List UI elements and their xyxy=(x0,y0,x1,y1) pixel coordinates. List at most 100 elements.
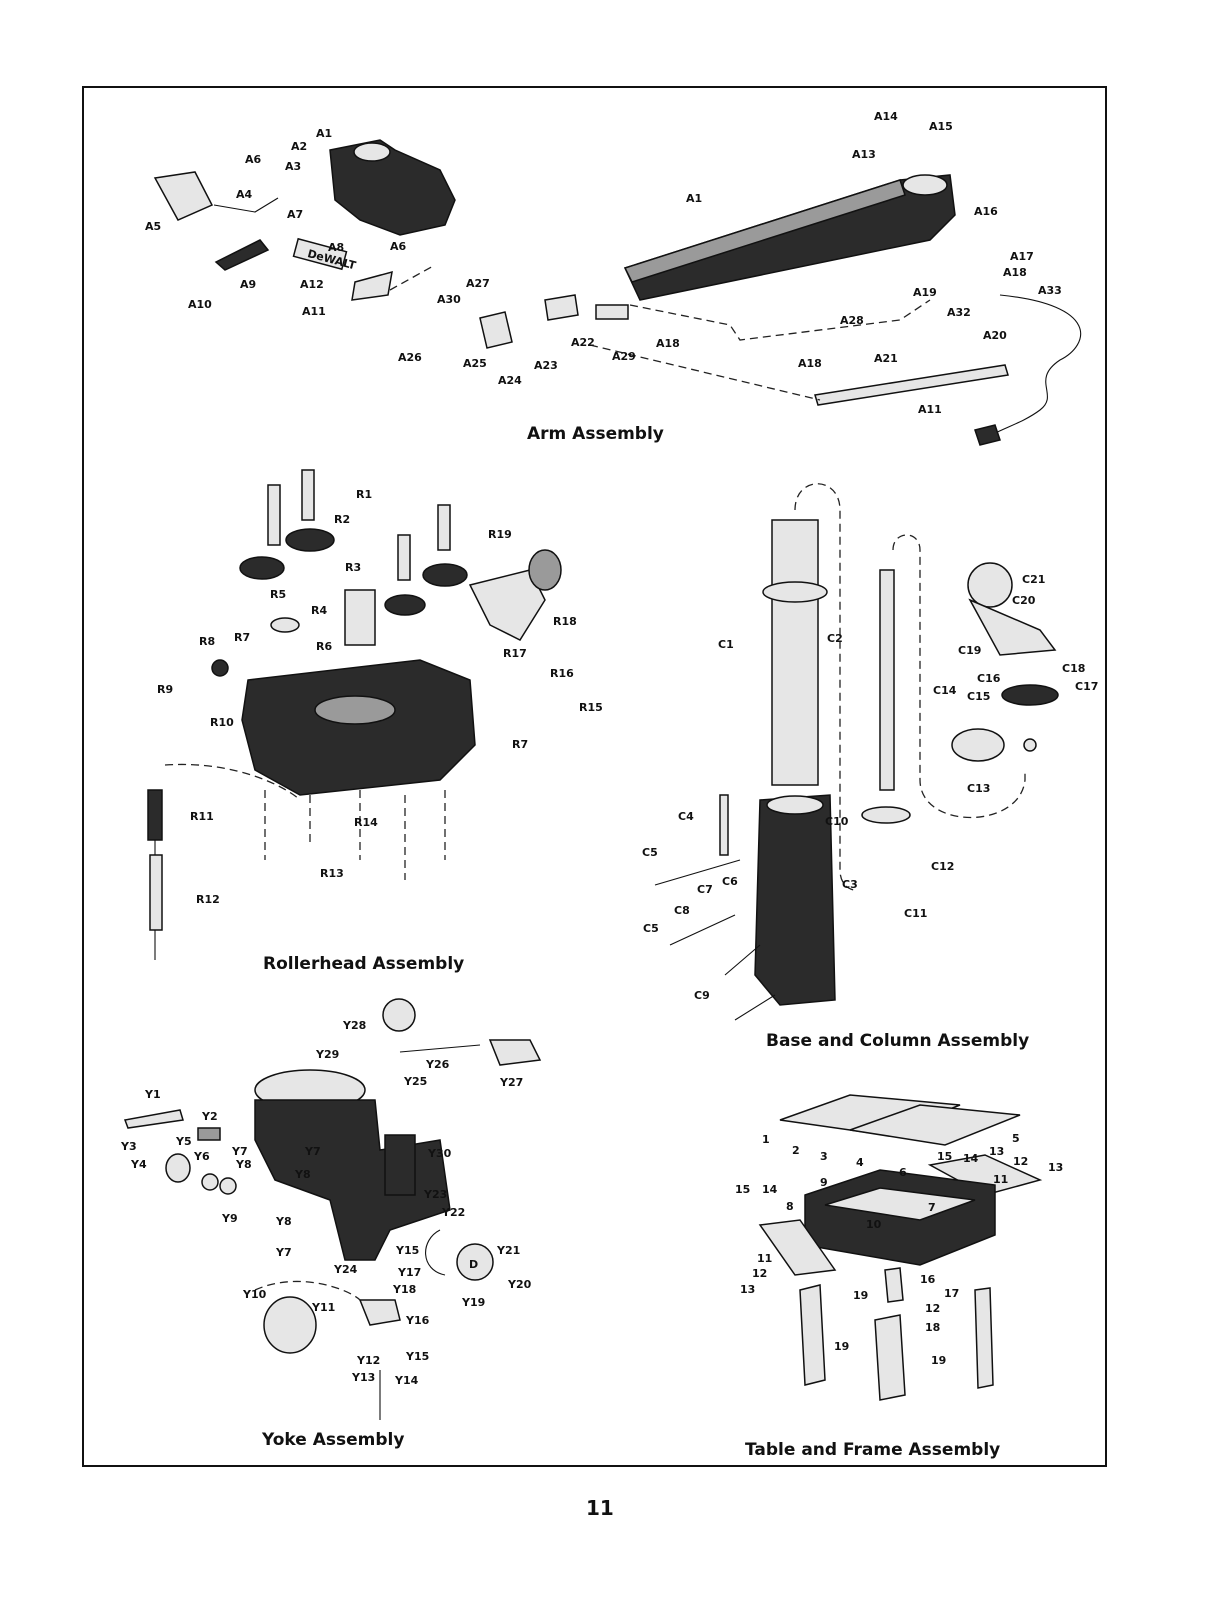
callout: A5 xyxy=(145,220,161,233)
callout: Y8 xyxy=(235,1158,252,1171)
callout: A7 xyxy=(287,208,303,221)
arm-dashed-leader-2 xyxy=(629,299,931,341)
callout: C2 xyxy=(827,632,843,645)
callout: A8 xyxy=(328,241,344,254)
leg-19-a xyxy=(799,1284,826,1386)
table-frame-callouts: 1 2 3 4 5 6 15 14 13 12 11 13 15 14 8 9 … xyxy=(735,1132,1063,1367)
callout: A14 xyxy=(874,110,898,123)
bushing-y6 xyxy=(201,1173,219,1191)
power-cord-part xyxy=(984,294,1082,441)
callout: A1 xyxy=(686,192,702,205)
callout: 19 xyxy=(931,1354,946,1367)
callout: 13 xyxy=(1048,1161,1063,1174)
callout: 18 xyxy=(925,1321,940,1334)
callout: Y12 xyxy=(356,1354,380,1367)
callout: 3 xyxy=(820,1150,828,1163)
leg-19-c xyxy=(974,1287,994,1389)
callout: Y29 xyxy=(315,1048,339,1061)
callout: Y7 xyxy=(304,1145,321,1158)
callout: A18 xyxy=(656,337,680,350)
callout: Y19 xyxy=(461,1296,485,1309)
callout: C6 xyxy=(722,875,738,888)
callout: Y22 xyxy=(441,1206,465,1219)
callout: R3 xyxy=(345,561,361,574)
callout: R2 xyxy=(334,513,350,526)
callout: R15 xyxy=(579,701,603,714)
callout: Y28 xyxy=(342,1019,366,1032)
callout: A27 xyxy=(466,277,490,290)
lock-handle-part xyxy=(214,239,270,271)
base-bore-c3 xyxy=(766,795,824,815)
callout: 15 xyxy=(735,1183,750,1196)
washer-c17 xyxy=(1023,738,1037,752)
arm-plate-part xyxy=(595,304,629,320)
bolts-c5-c9 xyxy=(654,859,776,1021)
callout: R16 xyxy=(550,667,574,680)
callout: R5 xyxy=(270,588,286,601)
callout: 11 xyxy=(993,1173,1008,1186)
clamp-y30 xyxy=(384,1134,416,1196)
callout: A1 xyxy=(316,127,332,140)
callout: Y27 xyxy=(499,1076,523,1089)
rollerhead-dashed-leaders xyxy=(264,790,446,880)
callout: A28 xyxy=(840,314,864,327)
rollerhead-assembly xyxy=(147,469,562,960)
frame-inner-10 xyxy=(824,1187,976,1221)
callout: C5 xyxy=(643,922,659,935)
callout: C5 xyxy=(642,846,658,859)
callout: A20 xyxy=(983,329,1007,342)
callout: Y7 xyxy=(275,1246,292,1259)
callout: A11 xyxy=(918,403,942,416)
crank-knob-c21 xyxy=(967,562,1013,608)
callout: Y13 xyxy=(351,1371,375,1384)
callout: 8 xyxy=(786,1200,794,1213)
plate-y10 xyxy=(263,1296,317,1354)
page-number: 11 xyxy=(586,1496,614,1520)
callout: R7 xyxy=(234,631,250,644)
callout: Y5 xyxy=(175,1135,192,1148)
callout: C15 xyxy=(967,690,990,703)
callout: C14 xyxy=(933,684,957,697)
yoke-assembly-title: Yoke Assembly xyxy=(262,1430,405,1450)
callout: Y8 xyxy=(294,1168,311,1181)
callout: R14 xyxy=(354,816,378,829)
pin-y1 xyxy=(123,1109,184,1129)
table-frame-assembly xyxy=(758,1094,1043,1401)
arm-bracket-bore xyxy=(353,142,391,162)
arm-dashed-leader xyxy=(389,264,436,291)
arm-bracket-part xyxy=(329,139,456,236)
crank-y26 xyxy=(399,1044,481,1053)
callout: A9 xyxy=(240,278,256,291)
callout: R8 xyxy=(199,635,215,648)
callout: A24 xyxy=(498,374,522,387)
callout: Y3 xyxy=(120,1140,137,1153)
bolt-r1-c xyxy=(437,504,451,551)
yoke-casting-y29 xyxy=(254,1099,451,1261)
rod-r12 xyxy=(149,854,163,931)
badge-y21 xyxy=(456,1243,494,1281)
callout: 1 xyxy=(762,1133,770,1146)
nameplate-part xyxy=(292,237,348,271)
callout: 17 xyxy=(944,1287,959,1300)
callout: C3 xyxy=(842,878,858,891)
callout: Y24 xyxy=(333,1263,358,1276)
callout: 16 xyxy=(920,1273,936,1286)
callout: A15 xyxy=(929,120,953,133)
roller-r3-a xyxy=(285,528,335,552)
callout: 19 xyxy=(853,1289,868,1302)
callout: R19 xyxy=(488,528,512,541)
callout: A29 xyxy=(612,350,636,363)
callout: A26 xyxy=(398,351,422,364)
rollerhead-casting xyxy=(241,659,476,796)
hub-c15 xyxy=(1001,684,1059,706)
grip-y27 xyxy=(488,1039,542,1066)
table-frame-assembly-title: Table and Frame Assembly xyxy=(745,1440,1001,1460)
callout: 2 xyxy=(792,1144,800,1157)
callout: C16 xyxy=(977,672,1001,685)
callout: R4 xyxy=(311,604,327,617)
handle-grip-part xyxy=(153,171,214,221)
callout: A32 xyxy=(947,306,971,319)
callout: A16 xyxy=(974,205,998,218)
callout: C20 xyxy=(1012,594,1036,607)
